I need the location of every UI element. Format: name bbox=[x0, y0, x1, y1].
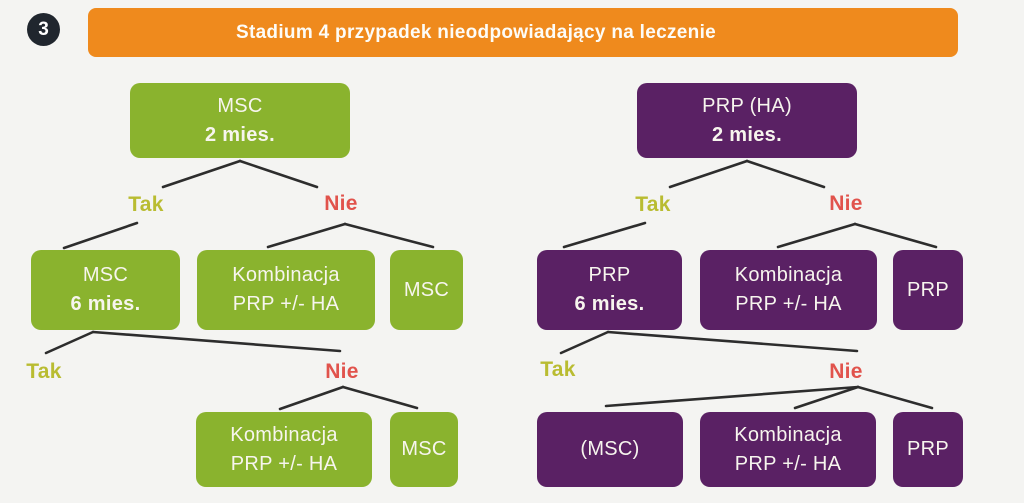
node-text-line1: MSC bbox=[401, 438, 447, 460]
node-text-line1: MSC bbox=[217, 94, 263, 117]
label-nie-right-level1: Nie bbox=[829, 192, 863, 215]
label-nie-left-level1: Nie bbox=[324, 192, 358, 215]
node-text-line1: PRP bbox=[906, 438, 950, 460]
node-text-line1: Kombinacja bbox=[734, 423, 842, 446]
step-number: 3 bbox=[38, 18, 49, 40]
node-prp-ha-2-months: PRP (HA) 2 mies. bbox=[637, 83, 857, 158]
node-msc-leaf-mid: MSC bbox=[390, 250, 463, 330]
node-text-line2: PRP +/- HA bbox=[232, 293, 340, 315]
label-tak-right-level2: Tak bbox=[540, 358, 576, 381]
node-text-line2: 2 mies. bbox=[205, 123, 275, 146]
node-msc-leaf-bottom: MSC bbox=[390, 412, 458, 487]
step-number-badge: 3 bbox=[27, 13, 60, 46]
node-text-line1: Kombinacja bbox=[734, 264, 843, 286]
node-text-line2: 6 mies. bbox=[70, 293, 141, 315]
node-kombinacja-prp-ha-right-bottom: Kombinacja PRP +/- HA bbox=[700, 412, 876, 487]
node-text-line2: 2 mies. bbox=[712, 123, 782, 146]
label-nie-right-level2: Nie bbox=[829, 360, 863, 383]
node-text-line2: 6 mies. bbox=[574, 293, 645, 315]
label-tak-right-level1: Tak bbox=[635, 193, 671, 216]
node-kombinacja-prp-ha-left-mid: Kombinacja PRP +/- HA bbox=[197, 250, 375, 330]
page-title: Stadium 4 przypadek nieodpowiadający na … bbox=[235, 21, 717, 43]
node-prp-leaf-mid: PRP bbox=[893, 250, 963, 330]
node-msc-6-months: MSC 6 mies. bbox=[31, 250, 180, 330]
node-prp-leaf-bottom: PRP bbox=[893, 412, 963, 487]
node-text-line1: (MSC) bbox=[580, 438, 640, 460]
node-text-line1: PRP (HA) bbox=[702, 94, 792, 117]
node-kombinacja-prp-ha-right-mid: Kombinacja PRP +/- HA bbox=[700, 250, 877, 330]
node-text-line1: Kombinacja bbox=[232, 264, 340, 286]
node-text-line2: PRP +/- HA bbox=[735, 293, 842, 315]
node-msc-optional-bottom: (MSC) bbox=[537, 412, 683, 487]
node-kombinacja-prp-ha-left-bottom: Kombinacja PRP +/- HA bbox=[196, 412, 372, 487]
node-prp-6-months: PRP 6 mies. bbox=[537, 250, 682, 330]
label-tak-left-level1: Tak bbox=[128, 193, 164, 216]
node-msc-2-months: MSC 2 mies. bbox=[130, 83, 350, 158]
node-text-line1: MSC bbox=[403, 278, 450, 301]
node-text-line1: PRP bbox=[906, 278, 950, 301]
label-nie-left-level2: Nie bbox=[325, 360, 359, 383]
node-text-line2: PRP +/- HA bbox=[734, 452, 842, 475]
label-tak-left-level2: Tak bbox=[26, 360, 62, 383]
title-banner: Stadium 4 przypadek nieodpowiadający na … bbox=[88, 8, 958, 57]
node-text-line1: PRP bbox=[588, 264, 631, 286]
node-text-line2: PRP +/- HA bbox=[230, 452, 338, 475]
node-text-line1: MSC bbox=[82, 264, 129, 286]
node-text-line1: Kombinacja bbox=[230, 423, 338, 446]
